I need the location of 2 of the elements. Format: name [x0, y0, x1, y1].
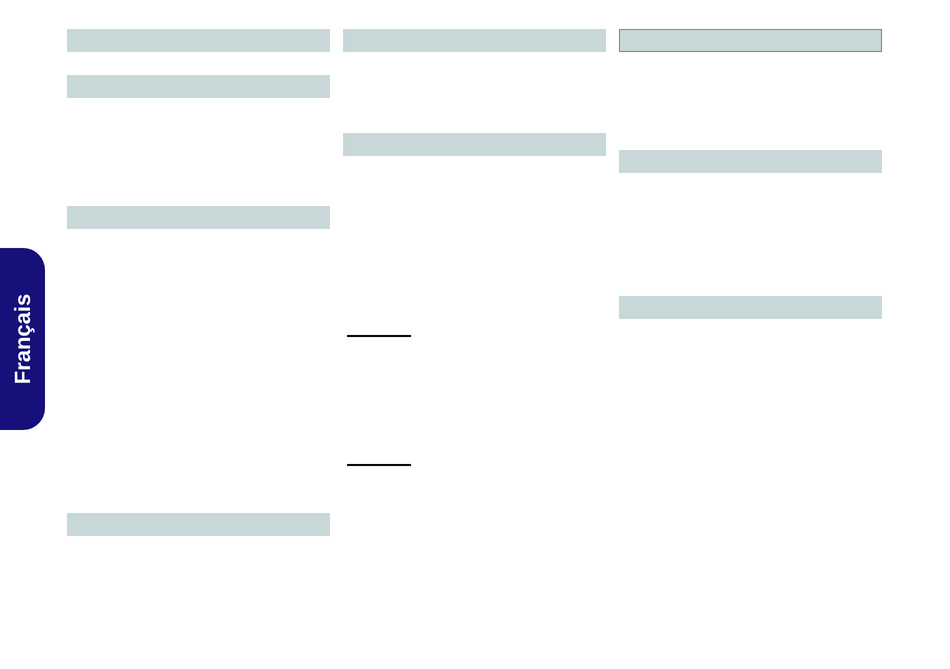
- language-tab: [0, 248, 45, 430]
- language-label: Français: [10, 294, 36, 384]
